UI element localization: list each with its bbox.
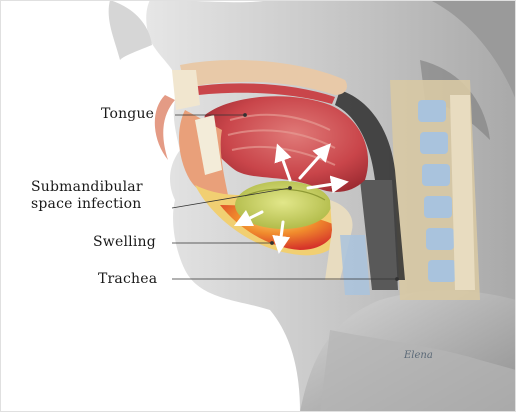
label-swelling: Swelling: [93, 234, 156, 251]
label-submandibular-space-infection: Submandibular space infection: [31, 179, 167, 213]
label-trachea: Trachea: [98, 271, 157, 288]
label-submandibular-line2: space infection: [31, 196, 167, 213]
label-submandibular-line1: Submandibular: [31, 179, 167, 196]
artist-signature: Elena: [404, 350, 433, 361]
label-tongue: Tongue: [101, 106, 154, 123]
